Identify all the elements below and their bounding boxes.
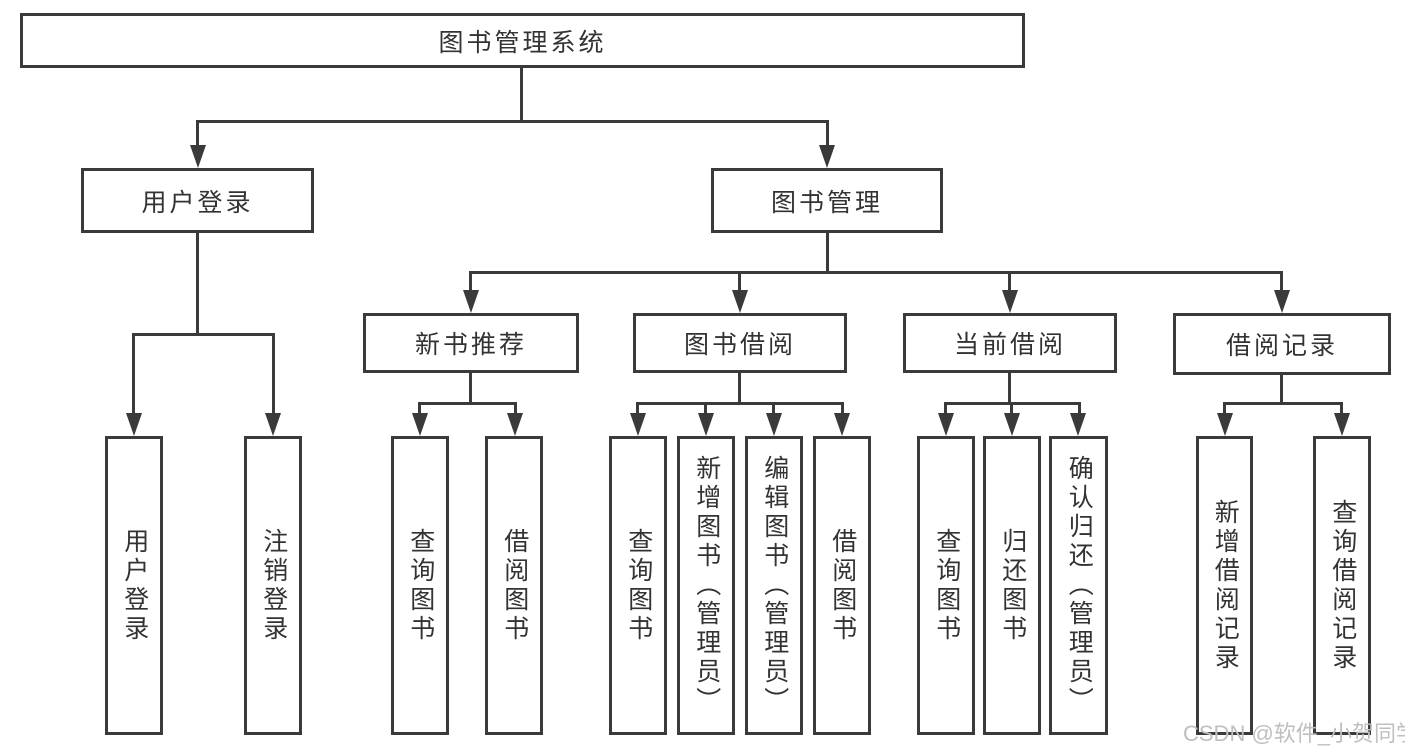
leaf-query-books-2-label: 查询图书 xyxy=(624,527,653,644)
connector-line xyxy=(418,402,517,405)
connector-line xyxy=(469,271,472,292)
leaf-confirm-return-admin-label: 确认归还（管理员） xyxy=(1065,455,1094,716)
connector-line xyxy=(1008,274,1011,292)
leaf-query-books-1: 查询图书 xyxy=(391,436,449,735)
connector-line xyxy=(132,333,275,336)
leaf-query-borrow-record: 查询借阅记录 xyxy=(1313,436,1371,735)
connector-line xyxy=(132,333,135,415)
connector-line xyxy=(826,120,829,148)
arrow-down-icon xyxy=(126,413,142,436)
node-book-management-label: 图书管理 xyxy=(770,188,883,217)
leaf-return-books-label: 归还图书 xyxy=(998,527,1027,644)
leaf-add-books-admin-label: 新增图书（管理员） xyxy=(692,455,721,716)
leaf-edit-books-admin-label: 编辑图书（管理员） xyxy=(760,455,789,716)
arrow-down-icon xyxy=(190,145,206,168)
arrow-down-icon xyxy=(732,290,748,313)
leaf-query-borrow-record-label: 查询借阅记录 xyxy=(1328,498,1357,673)
arrow-down-icon xyxy=(1334,413,1350,436)
connector-line xyxy=(636,402,639,415)
arrow-down-icon xyxy=(1274,290,1290,313)
connector-line xyxy=(772,402,775,415)
connector-line xyxy=(196,120,199,148)
leaf-query-books-1-label: 查询图书 xyxy=(406,527,435,644)
leaf-query-books-3-label: 查询图书 xyxy=(932,527,961,644)
arrow-down-icon xyxy=(1002,290,1018,313)
leaf-user-login-label: 用户登录 xyxy=(120,527,149,644)
node-root-label: 图书管理系统 xyxy=(438,28,607,57)
leaf-add-books-admin: 新增图书（管理员） xyxy=(677,436,735,735)
leaf-borrow-books-1-label: 借阅图书 xyxy=(500,527,529,644)
connector-line xyxy=(944,402,947,415)
leaf-add-borrow-record: 新增借阅记录 xyxy=(1196,436,1253,735)
connector-line xyxy=(520,68,523,122)
node-new-book-recommend: 新书推荐 xyxy=(363,313,579,373)
connector-line xyxy=(1223,402,1226,415)
arrow-down-icon xyxy=(834,413,850,436)
node-root: 图书管理系统 xyxy=(20,13,1025,68)
leaf-user-login: 用户登录 xyxy=(105,436,163,735)
connector-line xyxy=(469,271,1283,274)
connector-line xyxy=(1010,402,1013,415)
leaf-borrow-books-2: 借阅图书 xyxy=(813,436,871,735)
arrow-down-icon xyxy=(1004,413,1020,436)
connector-line xyxy=(738,274,741,292)
arrow-down-icon xyxy=(507,413,523,436)
connector-line xyxy=(826,233,829,274)
connector-line xyxy=(418,402,421,415)
node-user-login: 用户登录 xyxy=(81,168,314,233)
arrow-down-icon xyxy=(938,413,954,436)
arrow-down-icon xyxy=(463,290,479,313)
connector-line xyxy=(1078,402,1081,415)
node-current-borrowing: 当前借阅 xyxy=(903,313,1117,373)
connector-line xyxy=(196,120,829,123)
connector-line xyxy=(196,233,199,335)
leaf-borrow-books-1: 借阅图书 xyxy=(485,436,543,735)
leaf-logout: 注销登录 xyxy=(244,436,302,735)
leaf-add-borrow-record-label: 新增借阅记录 xyxy=(1211,498,1240,673)
node-book-management: 图书管理 xyxy=(711,168,943,233)
watermark-text: CSDN @软件_小贺同学 xyxy=(1183,721,1405,746)
leaf-query-books-3: 查询图书 xyxy=(917,436,975,735)
connector-line xyxy=(841,402,844,415)
connector-line xyxy=(514,402,517,415)
node-borrowing-records-label: 借阅记录 xyxy=(1225,332,1338,360)
connector-line xyxy=(1008,373,1011,404)
arrow-down-icon xyxy=(265,413,281,436)
arrow-down-icon xyxy=(698,413,714,436)
connector-line xyxy=(469,373,472,404)
leaf-borrow-books-2-label: 借阅图书 xyxy=(828,527,857,644)
connector-line xyxy=(1280,271,1283,292)
leaf-return-books: 归还图书 xyxy=(983,436,1041,735)
connector-line xyxy=(272,333,275,415)
node-book-borrowing-label: 图书借阅 xyxy=(683,331,796,359)
node-borrowing-records: 借阅记录 xyxy=(1173,313,1391,375)
arrow-down-icon xyxy=(819,145,835,168)
node-user-login-label: 用户登录 xyxy=(141,188,254,217)
connector-line xyxy=(1223,402,1343,405)
connector-line xyxy=(704,402,707,415)
leaf-logout-label: 注销登录 xyxy=(259,527,288,644)
leaf-confirm-return-admin: 确认归还（管理员） xyxy=(1049,436,1108,735)
connector-line xyxy=(1280,375,1283,404)
connector-line xyxy=(1340,402,1343,415)
connector-line xyxy=(738,373,741,404)
arrow-down-icon xyxy=(630,413,646,436)
arrow-down-icon xyxy=(766,413,782,436)
node-new-book-recommend-label: 新书推荐 xyxy=(414,331,527,359)
leaf-edit-books-admin: 编辑图书（管理员） xyxy=(745,436,803,735)
connector-line xyxy=(636,402,844,405)
node-book-borrowing: 图书借阅 xyxy=(633,313,847,373)
leaf-query-books-2: 查询图书 xyxy=(609,436,667,735)
node-current-borrowing-label: 当前借阅 xyxy=(953,331,1066,359)
arrow-down-icon xyxy=(412,413,428,436)
arrow-down-icon xyxy=(1217,413,1233,436)
arrow-down-icon xyxy=(1070,413,1086,436)
